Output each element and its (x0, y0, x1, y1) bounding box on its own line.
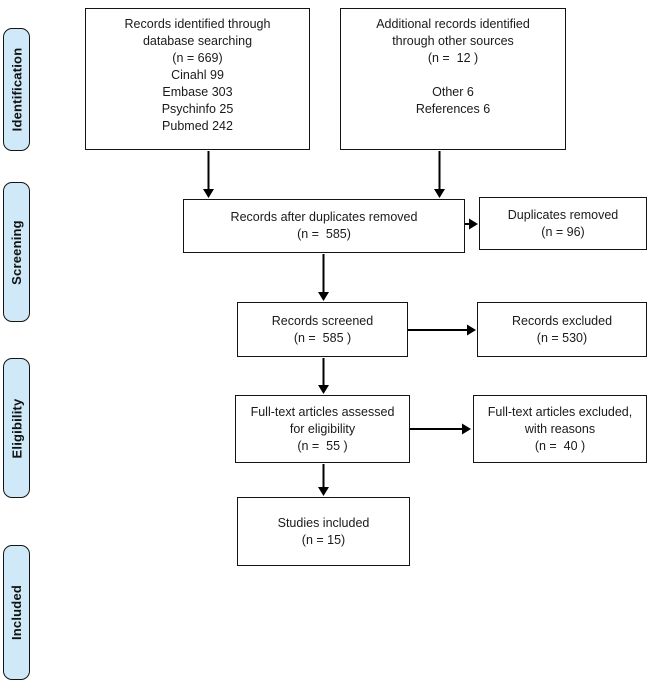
flow-box-fulltext-assessed: Full-text articles assessed for eligibil… (235, 395, 410, 463)
stage-label-eligibility: Eligibility (3, 358, 30, 498)
box-text-line: Psychinfo 25 (161, 102, 234, 116)
box-text-line: Full-text articles excluded, (487, 404, 633, 419)
box-text-line: database searching (142, 34, 253, 48)
arrow-fulltext-to-studies-included (318, 464, 329, 496)
flow-box-records-screened: Records screened (n = 585 ) (237, 302, 408, 357)
box-text-line: Duplicates removed (507, 207, 619, 222)
stage-label-included: Included (3, 545, 30, 680)
box-text-line: through other sources (392, 34, 514, 48)
box-text-line: Records after duplicates removed (230, 210, 418, 224)
arrow-fulltext-to-fulltext-excluded (410, 423, 471, 435)
box-text-line: Additional records identified (376, 17, 530, 31)
stage-label-text: Identification (9, 47, 25, 132)
box-text-line: (n = 40 ) (534, 438, 586, 453)
flow-box-duplicates-removed: Duplicates removed (n = 96) (479, 197, 647, 250)
box-text-line: Pubmed 242 (162, 119, 233, 133)
box-text-line: Records screened (271, 313, 374, 328)
flow-box-records-excluded: Records excluded (n = 530) (477, 302, 647, 357)
box-text-line: Records excluded (511, 313, 613, 328)
box-text-line: (n = 585 ) (293, 330, 352, 345)
flow-box-studies-included: Studies included (n = 15) (237, 497, 410, 566)
box-text-line: References 6 (415, 102, 491, 116)
stage-label-identification: Identification (3, 28, 30, 151)
box-text-line: Full-text articles assessed (250, 404, 395, 419)
box-text-line: Cinahl 99 (171, 68, 224, 82)
flow-box-fulltext-excluded: Full-text articles excluded, with reason… (473, 395, 647, 463)
arrow-screened-to-fulltext (318, 358, 329, 394)
stage-label-text: Screening (9, 219, 24, 285)
stage-label-screening: Screening (3, 182, 30, 322)
box-text-line: (n = 669) (172, 51, 223, 65)
box-text-line: Other 6 (432, 85, 474, 99)
flow-box-additional-records: Additional records identified through ot… (340, 8, 566, 150)
box-text-line: (n = 96) (541, 224, 585, 239)
arrow-after-duplicates-to-duplicates-removed (465, 218, 478, 230)
arrow-additional-to-after-duplicates (434, 151, 445, 198)
arrow-after-duplicates-to-screened (318, 254, 329, 301)
box-text-line: (n = 55 ) (297, 438, 348, 453)
flow-box-records-identified: Records identified through database sear… (85, 8, 310, 150)
arrow-screened-to-excluded (408, 324, 476, 336)
box-text-line: (n = 12 ) (427, 51, 479, 65)
flow-box-records-after-duplicates-removed: Records after duplicates removed (n = 58… (183, 199, 465, 253)
box-text-line: with reasons (524, 421, 596, 436)
stage-label-text: Included (9, 584, 24, 641)
box-text-line: Records identified through (124, 17, 271, 31)
stage-label-text: Eligibility (9, 398, 25, 458)
box-text-line: for eligibility (289, 421, 356, 436)
box-text-line: Studies included (277, 515, 370, 530)
box-text-line: (n = 585) (297, 227, 351, 241)
arrow-identified-to-after-duplicates (203, 151, 214, 198)
box-text-line: (n = 15) (301, 532, 346, 547)
box-text-line: (n = 530) (536, 330, 588, 345)
box-text-line: Embase 303 (162, 85, 233, 99)
